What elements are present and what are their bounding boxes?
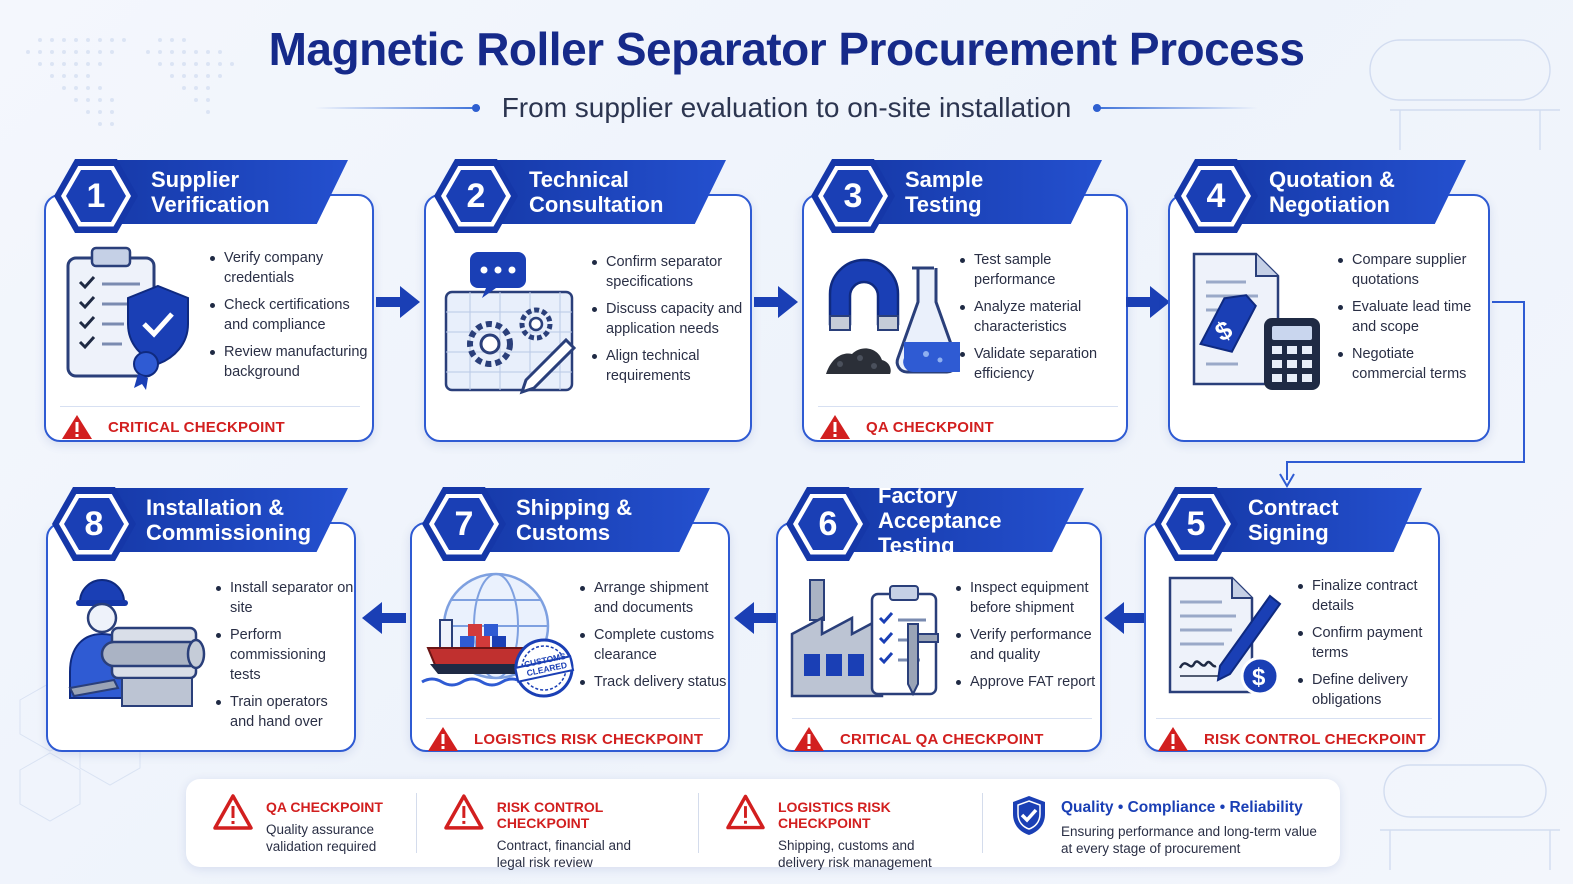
step-6-title: Factory Acceptance Testing [878, 482, 1002, 558]
list-item: Inspect equipment before shipment [954, 578, 1100, 618]
step-5-title: Contract Signing [1248, 495, 1339, 545]
list-item: Analyze material characteristics [958, 297, 1126, 337]
step-3-checkpoint: QA CHECKPOINT [818, 406, 1118, 441]
list-item: Arrange shipment and documents [578, 578, 728, 618]
warning-icon [1158, 727, 1188, 751]
ship-globe-icon [420, 568, 580, 713]
contract-pen-icon: $ [1164, 572, 1294, 707]
warning-icon [794, 727, 824, 751]
step-8-bullets: Install separator on site Perform commis… [214, 578, 354, 739]
arrow-left-icon [734, 602, 778, 634]
warning-icon [428, 727, 458, 751]
checkpoint-label: LOGISTICS RISK CHECKPOINT [474, 730, 704, 748]
arrow-left-icon [1104, 602, 1148, 634]
legend-description: Shipping, customs and delivery risk mana… [777, 838, 932, 870]
step-2-card: Confirm separator specifications Discuss… [424, 194, 752, 442]
step-3-title: Sample Testing [905, 167, 984, 217]
arrow-right-icon [1126, 286, 1170, 318]
list-item: Perform commissioning tests [214, 625, 354, 685]
legend-item-quality: Quality • Compliance • Reliability Ensur… [982, 793, 1338, 856]
arrow-right-icon [754, 286, 798, 318]
legend-title: LOGISTICS RISK CHECKPOINT [777, 799, 891, 831]
factory-checklist-icon [786, 574, 956, 709]
list-item: Approve FAT report [954, 672, 1100, 692]
warning-icon [820, 415, 850, 439]
warning-icon [726, 794, 765, 830]
magnet-flask-icon [820, 254, 969, 389]
warning-icon [444, 794, 484, 830]
list-item: Train operators and hand over [214, 692, 354, 732]
step-6-badge: 6 [786, 487, 870, 561]
step-1-checkpoint: CRITICAL CHECKPOINT [60, 406, 360, 441]
step-1-title: Supplier Verification [151, 167, 270, 217]
step-7-banner: Shipping & Customs [454, 488, 710, 552]
checkpoint-label: QA CHECKPOINT [866, 418, 994, 436]
step-1-bullets: Verify company credentials Check certifi… [208, 248, 368, 389]
step-8-banner: Installation & Commissioning [86, 488, 348, 552]
step-1-card: Verify company credentials Check certifi… [44, 194, 374, 442]
list-item: Review manufacturing background [208, 342, 368, 382]
subtitle-row: From supplier evaluation to on-site inst… [0, 88, 1573, 128]
step-6-bullets: Inspect equipment before shipment Verify… [954, 578, 1100, 699]
legend-description: Contract, financial and legal risk revie… [496, 838, 632, 870]
step-5-checkpoint: RISK CONTROL CHECKPOINT [1156, 718, 1432, 753]
legend-description: Quality assurance validation required [266, 822, 377, 854]
warning-icon [213, 794, 253, 830]
step-4-title: Quotation & Negotiation [1269, 167, 1395, 217]
step-8-title: Installation & Commissioning [146, 495, 312, 545]
legend-description: Ensuring performance and long-term value… [1061, 824, 1317, 856]
page-subtitle: From supplier evaluation to on-site inst… [501, 92, 1072, 123]
legend-item-qa: QA CHECKPOINT Quality assurance validati… [186, 793, 416, 854]
legend-item-logistics: LOGISTICS RISK CHECKPOINT Shipping, cust… [698, 793, 982, 870]
list-item: Complete customs clearance [578, 625, 728, 665]
list-item: Confirm payment terms [1296, 623, 1438, 663]
step-5-bullets: Finalize contract details Confirm paymen… [1296, 576, 1438, 717]
legend-panel: QA CHECKPOINT Quality assurance validati… [186, 779, 1340, 870]
list-item: Check certifications and compliance [208, 295, 368, 335]
list-item: Negotiate commercial terms [1336, 344, 1486, 384]
warning-icon [62, 415, 92, 439]
list-item: Test sample performance [958, 250, 1126, 290]
step-2-title: Technical Consultation [529, 167, 664, 217]
step-7-title: Shipping & Customs [516, 495, 633, 545]
step-7-bullets: Arrange shipment and documents Complete … [578, 578, 728, 699]
list-item: Compare supplier quotations [1336, 250, 1486, 290]
step-4-card: $ Compare supplier quotations Evaluate l… [1168, 194, 1490, 442]
list-item: Evaluate lead time and scope [1336, 297, 1486, 337]
list-item: Align technical requirements [590, 346, 750, 386]
checkpoint-label: CRITICAL QA CHECKPOINT [840, 730, 1044, 748]
list-item: Finalize contract details [1296, 576, 1438, 616]
legend-title: QA CHECKPOINT [266, 799, 383, 815]
list-item: Track delivery status [578, 672, 728, 692]
step-4-bullets: Compare supplier quotations Evaluate lea… [1336, 250, 1486, 391]
step-2-banner: Technical Consultation [466, 160, 726, 224]
arrow-left-icon [362, 602, 406, 634]
list-item: Verify performance and quality [954, 625, 1100, 665]
list-item: Install separator on site [214, 578, 354, 618]
step-3-bullets: Test sample performance Analyze material… [958, 250, 1126, 391]
arrow-right-icon [376, 286, 420, 318]
list-item: Discuss capacity and application needs [590, 299, 750, 339]
page-title: Magnetic Roller Separator Procurement Pr… [268, 23, 1305, 75]
clipboard-shield-icon [62, 240, 192, 395]
checkpoint-label: RISK CONTROL CHECKPOINT [1204, 730, 1426, 748]
step-6-checkpoint: CRITICAL QA CHECKPOINT [792, 718, 1092, 753]
legend-title: Quality • Compliance • Reliability [1061, 799, 1303, 816]
list-item: Confirm separator specifications [590, 252, 750, 292]
shield-check-icon [1013, 796, 1045, 835]
svg-text:$: $ [1252, 664, 1266, 691]
step-1-banner: Supplier Verification [88, 160, 348, 224]
price-tag-calculator-icon: $ [1188, 244, 1328, 399]
worker-roller-icon [56, 572, 206, 717]
blueprint-gears-icon [440, 248, 580, 403]
step-2-bullets: Confirm separator specifications Discuss… [590, 252, 750, 393]
legend-title: RISK CONTROL CHECKPOINT [496, 799, 604, 831]
checkpoint-label: CRITICAL CHECKPOINT [108, 418, 285, 436]
list-item: Validate separation efficiency [958, 344, 1126, 384]
legend-item-risk: RISK CONTROL CHECKPOINT Contract, financ… [416, 793, 698, 870]
list-item: Define delivery obligations [1296, 670, 1438, 710]
list-item: Verify company credentials [208, 248, 368, 288]
step-7-checkpoint: LOGISTICS RISK CHECKPOINT [426, 718, 720, 753]
